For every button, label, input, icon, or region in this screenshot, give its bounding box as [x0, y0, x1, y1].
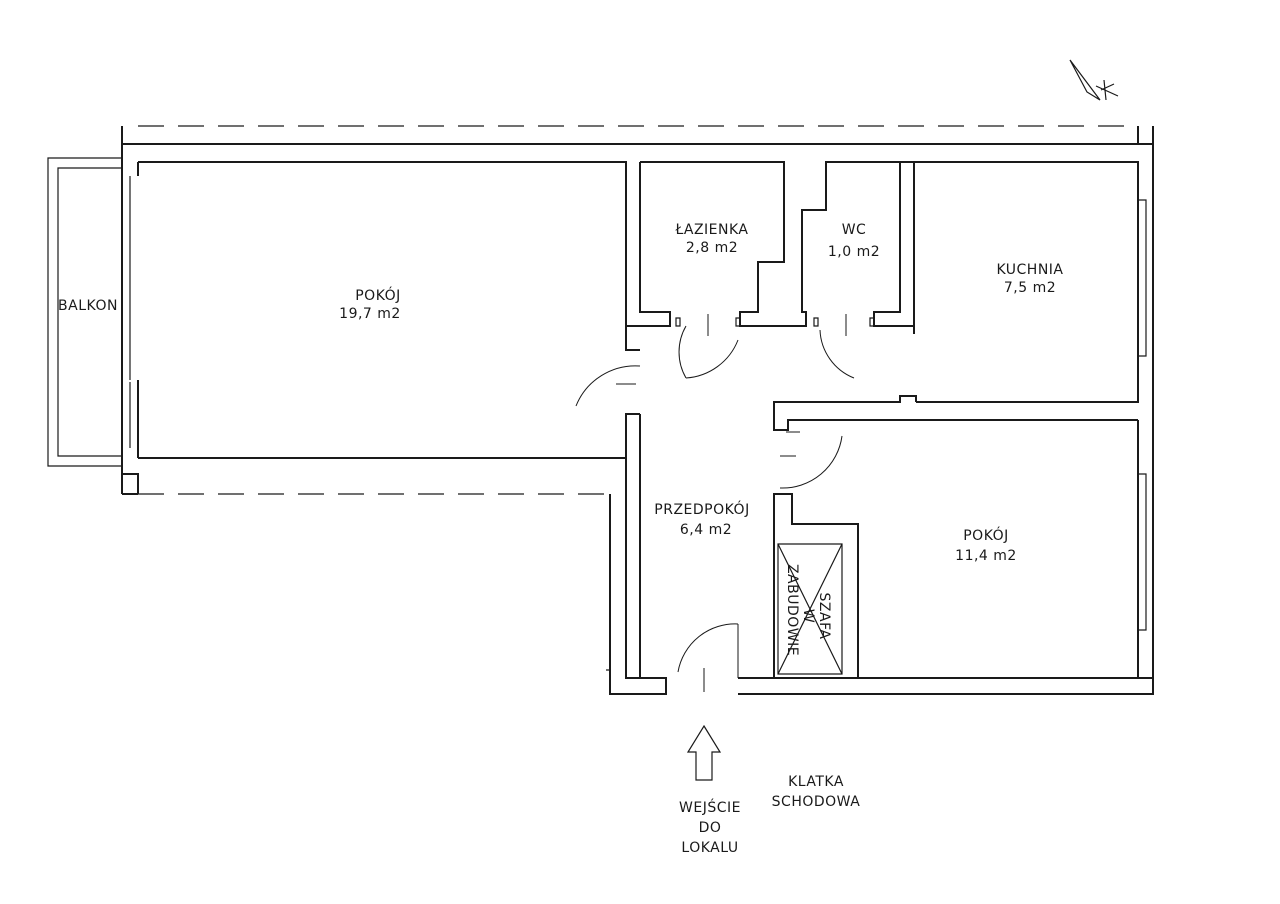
entrance-label-3: LOKALU	[681, 840, 738, 856]
staircase-label-2: SCHODOWA	[772, 794, 861, 810]
hall-name: PRZEDPOKÓJ	[654, 500, 749, 518]
wardrobe-label-2: W	[800, 609, 816, 623]
living-room-area: 19,7 m2	[339, 306, 401, 322]
wardrobe-label-3: ZABUDOWIE	[784, 564, 800, 656]
north-arrow-icon	[1069, 59, 1119, 101]
hall-walls	[606, 414, 667, 695]
kitchen-area: 7,5 m2	[1004, 280, 1056, 296]
living-room-name: POKÓJ	[355, 286, 401, 304]
wc-name: WC	[842, 222, 867, 238]
bedroom-walls	[738, 420, 1154, 695]
bathroom-name: ŁAZIENKA	[675, 222, 749, 238]
bedroom-name: POKÓJ	[963, 526, 1009, 544]
wardrobe-label-1: SZAFA	[816, 593, 832, 640]
entry-arrow-icon	[686, 724, 722, 781]
hall-area: 6,4 m2	[680, 522, 732, 538]
entrance-label-2: DO	[699, 820, 722, 836]
balcony-label: BALKON	[58, 298, 118, 314]
bedroom-area: 11,4 m2	[955, 548, 1017, 564]
door-swings	[575, 314, 855, 692]
wc-area: 1,0 m2	[828, 244, 880, 260]
staircase-label-1: KLATKA	[788, 774, 844, 790]
wardrobe	[777, 543, 843, 675]
kitchen-name: KUCHNIA	[996, 262, 1063, 278]
balcony	[47, 157, 131, 467]
bathroom-area: 2,8 m2	[686, 240, 738, 256]
entrance-label-1: WEJŚCIE	[679, 798, 741, 816]
kitchen-walls	[773, 161, 1147, 431]
top-exterior-walls	[121, 125, 1154, 694]
living-room-walls	[121, 161, 640, 495]
